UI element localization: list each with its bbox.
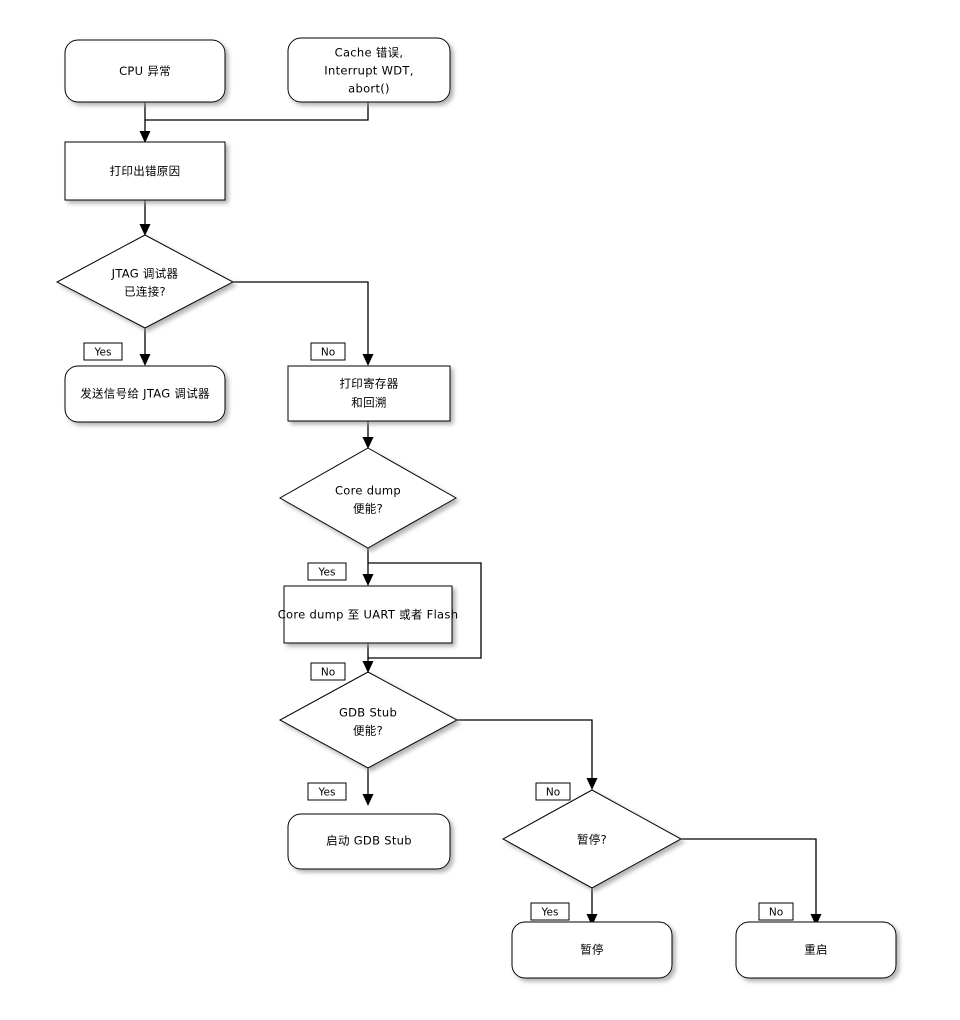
cpu-exception-label: CPU 异常 bbox=[119, 64, 171, 78]
coredump-no-text: No bbox=[321, 667, 335, 679]
edge-halt-no-to-reboot bbox=[681, 838, 817, 917]
jtag-no-text: No bbox=[321, 347, 335, 359]
coredump-check-shape bbox=[278, 447, 458, 549]
edge-label-coredump-no: No bbox=[310, 662, 346, 681]
halt-yes-text: Yes bbox=[541, 907, 559, 919]
edge-label-gdbstub-yes: Yes bbox=[307, 782, 347, 801]
jtag-check-label-line1: JTAG 调试器 bbox=[111, 267, 179, 281]
node-reboot-action[interactable]: 重启 bbox=[735, 921, 897, 979]
edge-label-jtag-yes: Yes bbox=[83, 342, 123, 361]
gdbstub-no-box bbox=[535, 782, 571, 801]
print-reason-label: 打印出错原因 bbox=[110, 164, 181, 178]
nodes-layer: CPU 异常 Cache 错误, Interrupt WDT, abort() … bbox=[55, 37, 897, 979]
halt-action-label: 暂停 bbox=[580, 943, 604, 957]
print-registers-shape bbox=[287, 365, 451, 422]
arrowhead-coredump-check bbox=[362, 437, 374, 449]
edges-layer bbox=[139, 102, 822, 926]
node-halt-check[interactable]: 暂停? bbox=[501, 789, 683, 889]
start-gdbstub-shape bbox=[287, 813, 451, 870]
gdbstub-yes-text: Yes bbox=[318, 787, 336, 799]
node-cache-error[interactable]: Cache 错误, Interrupt WDT, abort() bbox=[287, 37, 451, 103]
coredump-check-label-line2: 便能? bbox=[353, 502, 383, 516]
jtag-check-shape bbox=[55, 234, 235, 329]
edge-label-jtag-no: No bbox=[310, 342, 346, 361]
reboot-action-shape bbox=[735, 921, 897, 979]
coredump-action-label: Core dump 至 UART 或者 Flash bbox=[278, 608, 459, 622]
gdbstub-check-shape bbox=[278, 671, 459, 769]
cpu-exception-shape bbox=[64, 39, 226, 103]
cache-error-label-line3: abort() bbox=[348, 82, 390, 96]
node-signal-jtag[interactable]: 发送信号给 JTAG 调试器 bbox=[64, 365, 226, 423]
coredump-no-box bbox=[310, 662, 346, 681]
start-gdbstub-label: 启动 GDB Stub bbox=[326, 834, 412, 848]
cache-error-shape bbox=[287, 37, 451, 103]
gdbstub-no-text: No bbox=[546, 787, 560, 799]
edge-coredump-no-bypass bbox=[368, 562, 482, 659]
cache-error-label-line2: Interrupt WDT, bbox=[324, 64, 413, 78]
halt-check-shape bbox=[501, 789, 683, 889]
coredump-yes-text: Yes bbox=[318, 567, 336, 579]
edge-label-halt-yes: Yes bbox=[530, 902, 570, 921]
halt-check-label: 暂停? bbox=[577, 833, 607, 847]
edge-label-coredump-yes: Yes bbox=[307, 562, 347, 581]
coredump-yes-box bbox=[307, 562, 347, 581]
gdbstub-check-label-line1: GDB Stub bbox=[339, 706, 397, 720]
node-print-registers[interactable]: 打印寄存器 和回溯 bbox=[287, 365, 451, 422]
signal-jtag-label: 发送信号给 JTAG 调试器 bbox=[80, 387, 210, 401]
arrowhead-start-gdbstub bbox=[362, 794, 374, 806]
node-gdbstub-check[interactable]: GDB Stub 便能? bbox=[278, 671, 459, 769]
node-coredump-action[interactable]: Core dump 至 UART 或者 Flash bbox=[278, 585, 459, 644]
edge-cache-to-print-reason bbox=[145, 102, 369, 121]
coredump-check-label-line1: Core dump bbox=[335, 484, 401, 498]
edge-label-halt-no: No bbox=[758, 902, 794, 921]
reboot-action-label: 重启 bbox=[804, 943, 828, 957]
arrowhead-jtag-check bbox=[139, 224, 151, 236]
halt-yes-box bbox=[530, 902, 570, 921]
edge-jtag-no-to-print-registers bbox=[233, 281, 369, 357]
arrowhead-print-registers bbox=[362, 354, 374, 366]
halt-no-text: No bbox=[769, 907, 783, 919]
arrowhead-gdbstub-check bbox=[362, 661, 374, 673]
gdbstub-yes-box bbox=[307, 782, 347, 801]
arrowhead-reboot-action bbox=[810, 914, 822, 926]
edge-labels-layer: Yes No Yes No Yes No bbox=[83, 342, 794, 921]
node-start-gdbstub[interactable]: 启动 GDB Stub bbox=[287, 813, 451, 870]
arrowhead-print-reason bbox=[139, 131, 151, 143]
halt-action-shape bbox=[511, 921, 673, 979]
jtag-yes-text: Yes bbox=[94, 347, 112, 359]
print-registers-label-line2: 和回溯 bbox=[351, 396, 386, 410]
edge-label-gdbstub-no: No bbox=[535, 782, 571, 801]
node-cpu-exception[interactable]: CPU 异常 bbox=[64, 39, 226, 103]
arrowhead-halt-action bbox=[586, 914, 598, 926]
print-reason-shape bbox=[64, 141, 226, 201]
gdbstub-check-label-line2: 便能? bbox=[353, 724, 383, 738]
jtag-yes-box bbox=[83, 342, 123, 361]
node-jtag-check[interactable]: JTAG 调试器 已连接? bbox=[55, 234, 235, 329]
node-coredump-check[interactable]: Core dump 便能? bbox=[278, 447, 458, 549]
node-halt-action[interactable]: 暂停 bbox=[511, 921, 673, 979]
arrowhead-coredump-action bbox=[362, 574, 374, 586]
jtag-no-box bbox=[310, 342, 346, 361]
signal-jtag-shape bbox=[64, 365, 226, 423]
edge-gdbstub-no-to-halt bbox=[457, 719, 593, 781]
coredump-action-shape bbox=[283, 585, 453, 644]
arrowhead-halt-check bbox=[586, 778, 598, 790]
cache-error-label-line1: Cache 错误, bbox=[335, 46, 404, 60]
node-print-reason[interactable]: 打印出错原因 bbox=[64, 141, 226, 201]
arrowhead-signal-jtag bbox=[139, 354, 151, 366]
halt-no-box bbox=[758, 902, 794, 921]
jtag-check-label-line2: 已连接? bbox=[124, 285, 166, 299]
print-registers-label-line1: 打印寄存器 bbox=[340, 377, 399, 391]
